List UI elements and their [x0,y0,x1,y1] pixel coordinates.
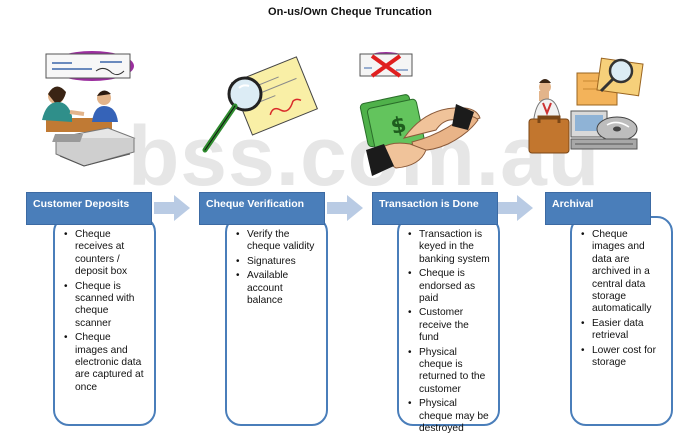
flow-arrow-2 [327,195,363,221]
stage-item: Cheque is scanned with cheque scanner [63,281,146,331]
stage-item: Transaction is keyed in the banking syst… [407,229,490,266]
bank-counter-illustration [42,51,136,167]
stage-item: Cheque receives at counters / deposit bo… [63,229,146,279]
stage-item: Verify the cheque validity [235,229,318,254]
stage-item: Cheque is endorsed as paid [407,268,490,305]
page-title: On-us/Own Cheque Truncation [267,6,433,18]
stage-item: Physical cheque may be destroyed [407,398,490,435]
stage-item: Cheque images and electronic data are ca… [63,332,146,394]
stage-item: Easier data retrieval [580,318,663,343]
stage-header-cheque-verification: Cheque Verification [199,192,325,225]
magnifier-cheque-illustration [202,56,319,153]
stage-item: Cheque images and data are archived in a… [580,229,663,316]
stage-header-archival: Archival [545,192,651,225]
stage-item: Signatures [235,256,318,269]
stage-box-archival: Cheque images and data are archived in a… [570,216,673,426]
stage-item: Lower cost for storage [580,345,663,370]
stage-box-transaction-done: Transaction is keyed in the banking syst… [397,216,500,434]
flow-arrow-1 [154,195,190,221]
stage-header-customer-deposits: Customer Deposits [26,192,152,225]
handshake-money-illustration: $ [359,52,481,176]
stage-box-customer-deposits: Cheque receives at counters / deposit bo… [53,216,156,426]
data-archive-illustration [528,57,644,154]
svg-text:$: $ [389,112,409,140]
stage-item: Customer receive the fund [407,307,490,344]
stage-header-transaction-done: Transaction is Done [372,192,498,225]
stage-box-cheque-verification: Verify the cheque validity Signatures Av… [225,216,328,426]
stage-item: Available account balance [235,270,318,307]
stage-item: Physical cheque is returned to the custo… [407,347,490,397]
flow-arrow-3 [497,195,533,221]
